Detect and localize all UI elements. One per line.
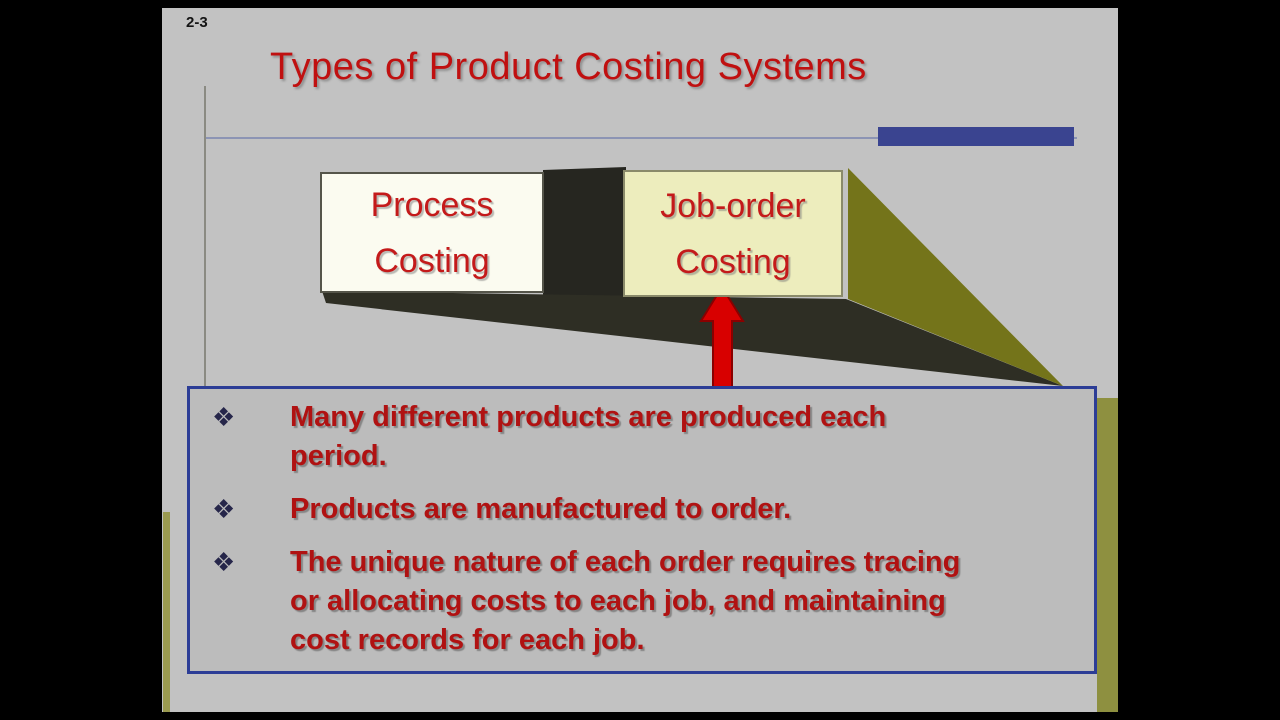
process-costing-box: Process Costing bbox=[320, 172, 544, 293]
diamond-bullet-icon: ❖ bbox=[212, 547, 236, 577]
bullet-text: Many different products are produced eac… bbox=[290, 401, 887, 472]
title-underline bbox=[205, 137, 1077, 139]
diamond-bullet-icon: ❖ bbox=[212, 402, 236, 432]
diamond-bullet-icon: ❖ bbox=[212, 494, 236, 524]
wedge-olive-face bbox=[848, 168, 1063, 386]
bullet-text: Products are manufactured to order. bbox=[290, 493, 792, 525]
job-order-costing-box: Job-order Costing bbox=[623, 170, 843, 297]
presentation-slide: 2-3 Types of Product Costing Systems Pro… bbox=[162, 8, 1118, 712]
bullet-item: ❖ Products are manufactured to order. bbox=[204, 490, 1078, 529]
process-costing-label-line2: Costing bbox=[374, 242, 490, 280]
costing-wedge-graphic bbox=[322, 167, 1063, 401]
wedge-gap-face bbox=[543, 167, 626, 300]
bullet-item: ❖ The unique nature of each order requir… bbox=[204, 543, 1078, 660]
slide-title: Types of Product Costing Systems bbox=[270, 46, 867, 88]
process-costing-label-line1: Process bbox=[370, 186, 494, 224]
job-order-costing-label-line2: Costing bbox=[675, 243, 791, 281]
slide-number: 2-3 bbox=[186, 14, 208, 31]
left-lower-accent-line bbox=[163, 512, 170, 712]
bullet-text: The unique nature of each order requires… bbox=[290, 546, 961, 656]
title-underline-accent-bar bbox=[878, 127, 1074, 146]
job-order-costing-label-line1: Job-order bbox=[660, 187, 806, 225]
bullet-item: ❖ Many different products are produced e… bbox=[204, 398, 1078, 476]
left-accent-line bbox=[204, 86, 206, 386]
wedge-underside-face bbox=[322, 291, 1063, 386]
callout-box: ❖ Many different products are produced e… bbox=[187, 386, 1097, 674]
callout-shadow bbox=[1097, 398, 1118, 712]
